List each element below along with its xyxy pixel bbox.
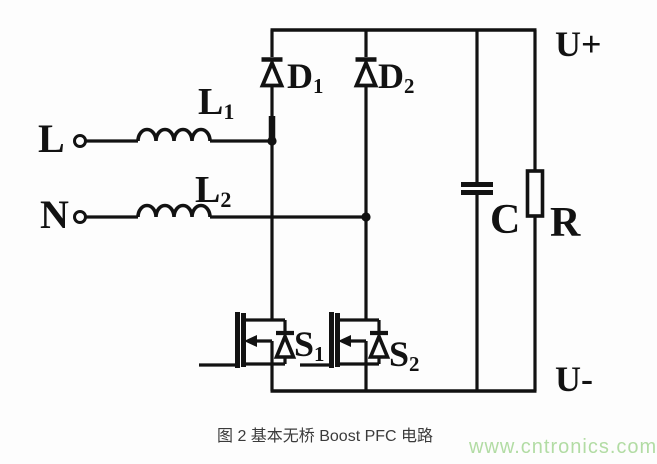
mosfet-S2-symbol xyxy=(300,312,391,391)
output-label-negative: U- xyxy=(555,359,593,399)
neutral-terminal-circle-icon xyxy=(73,210,87,224)
L2-base: L xyxy=(195,169,221,211)
L2-subscript: 2 xyxy=(220,186,232,212)
L1-base: L xyxy=(198,81,224,123)
inductor-label-L2: L2 xyxy=(195,169,232,212)
mosfet-S1-symbol xyxy=(199,312,297,391)
D2-base: D xyxy=(378,56,404,96)
capacitor-label-C: C xyxy=(490,197,521,243)
figure-caption: 图 2 基本无桥 Boost PFC 电路 xyxy=(217,428,434,445)
D1-subscript: 1 xyxy=(313,73,324,98)
S1-base: S xyxy=(294,324,315,364)
S2-base: S xyxy=(389,334,410,374)
inductor-label-L1: L1 xyxy=(198,81,235,124)
diode-label-D1: D1 xyxy=(287,56,323,96)
output-label-positive: U+ xyxy=(555,24,602,64)
inductor-L1-symbol xyxy=(86,127,272,143)
L1-subscript: 1 xyxy=(223,98,235,124)
diode-label-D2: D2 xyxy=(378,56,414,96)
S1-subscript: 1 xyxy=(314,341,325,366)
s1-arrow-icon xyxy=(244,335,257,347)
resistor-label-R: R xyxy=(550,200,581,246)
resistor-R-symbol xyxy=(525,30,545,391)
capacitor-C-symbol xyxy=(461,30,493,391)
live-terminal-circle-icon xyxy=(73,134,87,148)
diode-D1-symbol xyxy=(259,30,285,141)
S2-subscript: 2 xyxy=(409,351,420,376)
D1-base: D xyxy=(287,56,313,96)
switch-label-S1: S1 xyxy=(294,324,324,364)
D2-subscript: 2 xyxy=(404,73,415,98)
terminal-label-neutral: N xyxy=(40,192,69,237)
terminal-label-live: L xyxy=(38,116,65,161)
inductor-L2-symbol xyxy=(86,203,366,219)
watermark-text: www.cntronics.com xyxy=(469,436,657,458)
s2-arrow-icon xyxy=(338,335,351,347)
switch-label-S2: S2 xyxy=(389,334,419,374)
diode-D2-symbol xyxy=(353,30,379,217)
